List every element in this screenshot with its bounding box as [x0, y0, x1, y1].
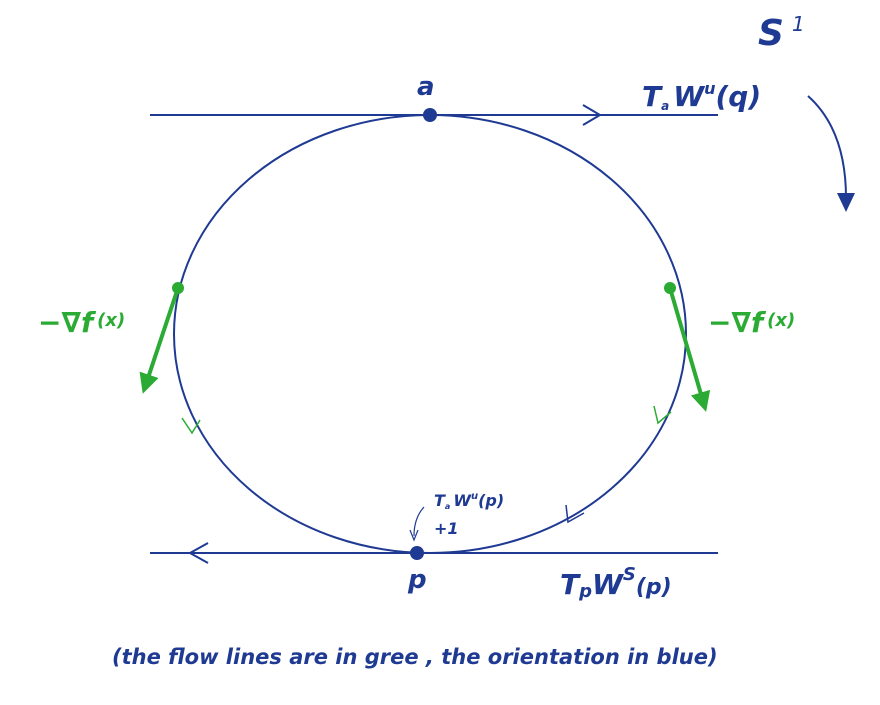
point-p	[410, 546, 424, 560]
small-pointer-arrowhead	[409, 529, 419, 542]
s1-orientation-arrow	[807, 95, 847, 199]
neg-grad-right-arg: (x)	[767, 310, 795, 331]
circle-superscript-label: 1	[792, 12, 805, 36]
svg-text:TpWS(p): TpWS(p)	[560, 564, 672, 602]
tangent-bottom-W: W	[592, 568, 624, 601]
tangent-bottom-T: T	[560, 568, 581, 601]
small-sup: u	[471, 491, 478, 502]
tangent-bottom-sub: p	[578, 581, 592, 602]
tangent-top-T: T	[642, 80, 663, 113]
point-a-label: a	[417, 72, 435, 102]
small-arg: (p)	[478, 491, 504, 510]
neg-grad-right-label: −∇f	[708, 306, 767, 339]
tangent-top-sub: a	[661, 99, 669, 113]
small-pointer-arrow	[413, 506, 425, 537]
tangent-top-W: W	[673, 80, 705, 113]
top-tangent-arrowhead	[582, 104, 602, 126]
tangent-top-arg: (q)	[716, 80, 762, 113]
tangent-top-sup: u	[704, 79, 715, 98]
small-sign-label: +1	[434, 519, 459, 538]
bottom-tangent-arrowhead	[187, 542, 209, 564]
s1-orientation-arrowhead	[837, 193, 855, 212]
point-p-label: p	[407, 565, 427, 595]
neg-gradient-arrow-right	[668, 287, 711, 412]
small-T: T	[434, 491, 446, 510]
point-a	[423, 108, 437, 122]
small-W: W	[453, 491, 472, 510]
orientation-chevron-bottom	[565, 504, 585, 524]
tangent-bottom-arg: (p)	[636, 575, 672, 600]
svg-text:−∇f(x): −∇f(x)	[38, 306, 125, 339]
tangent-bottom-sup: S	[623, 564, 636, 585]
caption: (the flow lines are in gree , the orient…	[112, 645, 718, 669]
small-sub: a	[445, 502, 450, 511]
circle-name-label: S	[758, 13, 784, 54]
svg-text:S1: S1	[758, 12, 805, 54]
neg-gradient-arrow-left	[139, 287, 180, 394]
orientation-chevron-right	[653, 405, 672, 425]
svg-text:−∇f(x): −∇f(x)	[708, 306, 795, 339]
orientation-chevron-left	[181, 417, 201, 435]
neg-grad-left-label: −∇f	[38, 306, 97, 339]
circle-s1	[173, 114, 687, 554]
neg-grad-left-arg: (x)	[97, 310, 125, 331]
